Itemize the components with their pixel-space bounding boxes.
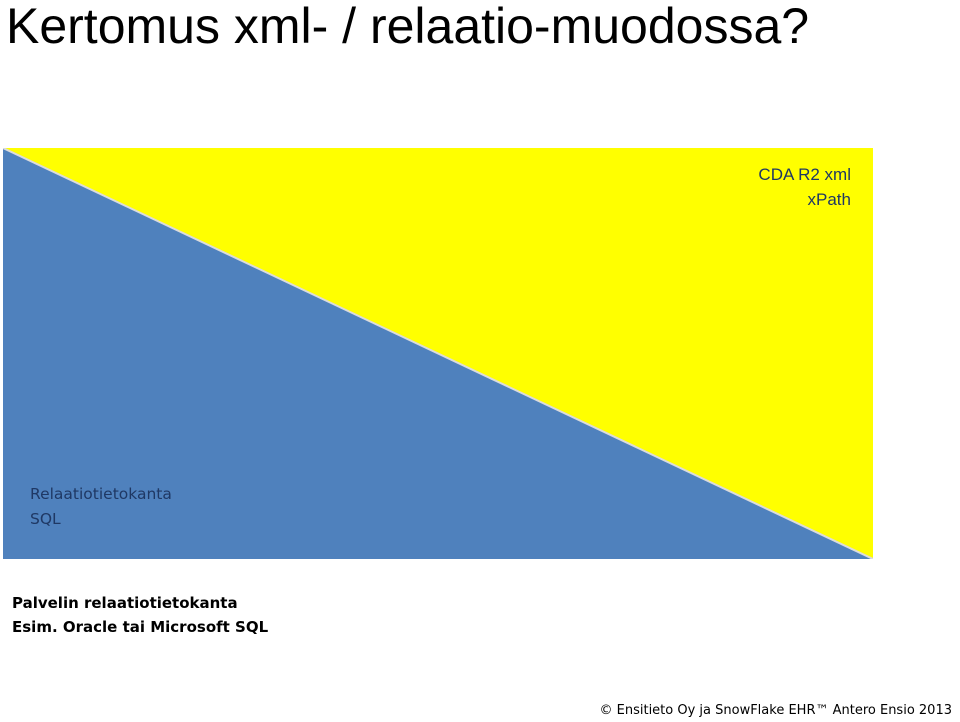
copyright-footer: © Ensitieto Oy ja SnowFlake EHR™ Antero … — [599, 703, 953, 718]
xml-label-line1: CDA R2 xml — [758, 165, 851, 184]
diagonal-split-graphic — [2, 147, 874, 560]
xml-label: CDA R2 xml xPath — [758, 162, 851, 212]
relational-label-line2: SQL — [30, 510, 61, 528]
slide-title: Kertomus xml- / relaatio-muodossa? — [6, 0, 810, 54]
diagonal-divider — [2, 147, 874, 560]
server-line2: Esim. Oracle tai Microsoft SQL — [12, 618, 269, 636]
server-line1: Palvelin relaatiotietokanta — [12, 594, 238, 612]
relational-label: Relaatiotietokanta SQL — [30, 482, 172, 532]
xml-vs-relational-diagram: CDA R2 xml xPath Relaatiotietokanta SQL — [2, 147, 874, 560]
xml-label-line2: xPath — [807, 190, 851, 209]
relational-label-line1: Relaatiotietokanta — [30, 485, 172, 503]
server-description: Palvelin relaatiotietokanta Esim. Oracle… — [12, 591, 268, 639]
